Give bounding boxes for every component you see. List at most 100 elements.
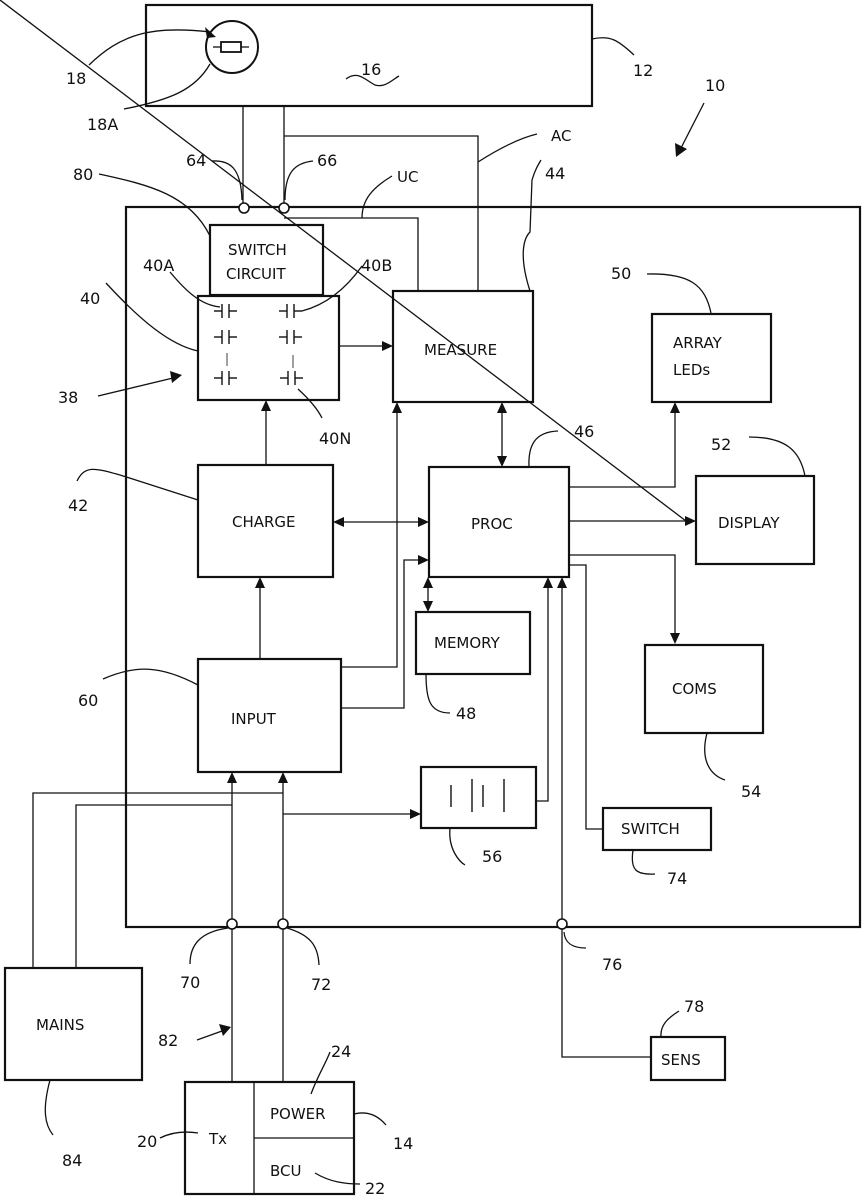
- terminal-70: [226, 918, 238, 930]
- leader-40: [105, 282, 199, 352]
- ref-52: 52: [711, 435, 731, 454]
- arrow-icon: [418, 517, 429, 527]
- wire-proc-display: [0, 0, 687, 522]
- arrow-18-icon: [205, 27, 216, 38]
- arrow-icon: [497, 456, 507, 467]
- capacitor-icon: [214, 330, 237, 344]
- arrow-icon: [423, 577, 433, 588]
- leader-uc: [361, 175, 393, 219]
- device-12-box: [144, 3, 594, 108]
- ref-14: 14: [393, 1134, 413, 1153]
- leader-46: [528, 430, 559, 468]
- switch-circuit-box: [208, 223, 325, 297]
- wire-input-measure: [341, 411, 398, 668]
- array-leds-label-1: ARRAY: [673, 334, 723, 352]
- leader-78: [660, 1010, 680, 1038]
- memory-label: MEMORY: [434, 634, 501, 652]
- arrow-icon: [227, 772, 237, 783]
- memory-box: [414, 610, 532, 676]
- arrow-38-icon: [170, 371, 182, 383]
- input-box: [196, 657, 343, 774]
- ref-66: 66: [317, 151, 337, 170]
- leader-72: [286, 927, 320, 966]
- ref-82: 82: [158, 1031, 178, 1050]
- capacitor-40n-icon: [280, 371, 303, 385]
- ref-10: 10: [705, 76, 725, 95]
- leader-70: [189, 927, 229, 965]
- switch-label: SWITCH: [621, 820, 680, 838]
- wire-sens-proc: [561, 586, 651, 1058]
- arrow-icon: [423, 601, 433, 612]
- coms-label: COMS: [672, 680, 717, 698]
- sens-box: [649, 1035, 727, 1082]
- leader-52: [748, 436, 806, 477]
- leader-50: [646, 273, 712, 314]
- ref-16: 16: [361, 60, 381, 79]
- arrow-10-icon: [675, 143, 687, 157]
- leader-12: [591, 37, 635, 56]
- ref-24: 24: [331, 1042, 351, 1061]
- coms-box: [643, 643, 765, 735]
- capacitor-icons: [214, 304, 303, 385]
- resistor-element-18: [205, 20, 259, 74]
- display-box: [694, 474, 816, 566]
- sens-label: SENS: [661, 1051, 701, 1069]
- ref-40: 40: [80, 289, 100, 308]
- ref-64: 64: [186, 151, 206, 170]
- array-leds-box: [650, 312, 773, 404]
- leader-40n: [297, 388, 323, 419]
- terminal-76: [556, 918, 568, 930]
- label-ac: AC: [551, 127, 571, 145]
- tx-label: Tx: [208, 1130, 227, 1148]
- terminal-72: [277, 918, 289, 930]
- measure-box: [391, 289, 535, 404]
- ref-50: 50: [611, 264, 631, 283]
- wire-uc: [284, 217, 419, 291]
- arrow-82-icon: [219, 1024, 231, 1036]
- input-label: INPUT: [231, 710, 277, 728]
- ref-60: 60: [78, 691, 98, 710]
- leader-56: [449, 827, 466, 866]
- ref-18: 18: [66, 69, 86, 88]
- leader-66: [284, 160, 314, 201]
- arrow-icon: [670, 633, 680, 644]
- ref-40n: 40N: [319, 429, 351, 448]
- arrow-icon: [418, 555, 429, 565]
- leader-54: [704, 732, 726, 781]
- ref-78: 78: [684, 997, 704, 1016]
- capacitor-array-box: [196, 294, 341, 402]
- leader-10: [680, 102, 705, 149]
- ref-56: 56: [482, 847, 502, 866]
- mains-label: MAINS: [36, 1016, 84, 1034]
- wire-proc-coms: [569, 554, 676, 635]
- leader-14: [353, 1112, 387, 1126]
- ref-40b: 40B: [361, 256, 392, 275]
- ref-38: 38: [58, 388, 78, 407]
- power-label: POWER: [270, 1105, 326, 1123]
- capacitor-icon: [214, 371, 237, 385]
- leader-40a: [169, 271, 221, 308]
- arrow-icon: [543, 577, 553, 588]
- arrow-icon: [557, 577, 567, 588]
- ref-20: 20: [137, 1132, 157, 1151]
- ref-18a: 18A: [87, 115, 118, 134]
- arrow-icon: [382, 341, 393, 351]
- ref-54: 54: [741, 782, 761, 801]
- display-label: DISPLAY: [718, 514, 780, 532]
- leader-18a: [123, 63, 211, 110]
- ref-46: 46: [574, 422, 594, 441]
- ref-40a: 40A: [143, 256, 174, 275]
- ref-42: 42: [68, 496, 88, 515]
- label-uc: UC: [397, 168, 418, 186]
- leader-20: [159, 1131, 199, 1139]
- wire-switch-proc: [569, 564, 603, 830]
- arrow-icon: [410, 809, 421, 819]
- leader-60: [102, 668, 199, 686]
- leader-24: [310, 1051, 331, 1095]
- wire-ac: [284, 135, 479, 291]
- leader-18: [88, 29, 211, 66]
- leader-44: [522, 159, 542, 292]
- ref-74: 74: [667, 869, 687, 888]
- leader-40b: [301, 265, 363, 312]
- switch-circuit-label-2: CIRCUIT: [226, 265, 286, 283]
